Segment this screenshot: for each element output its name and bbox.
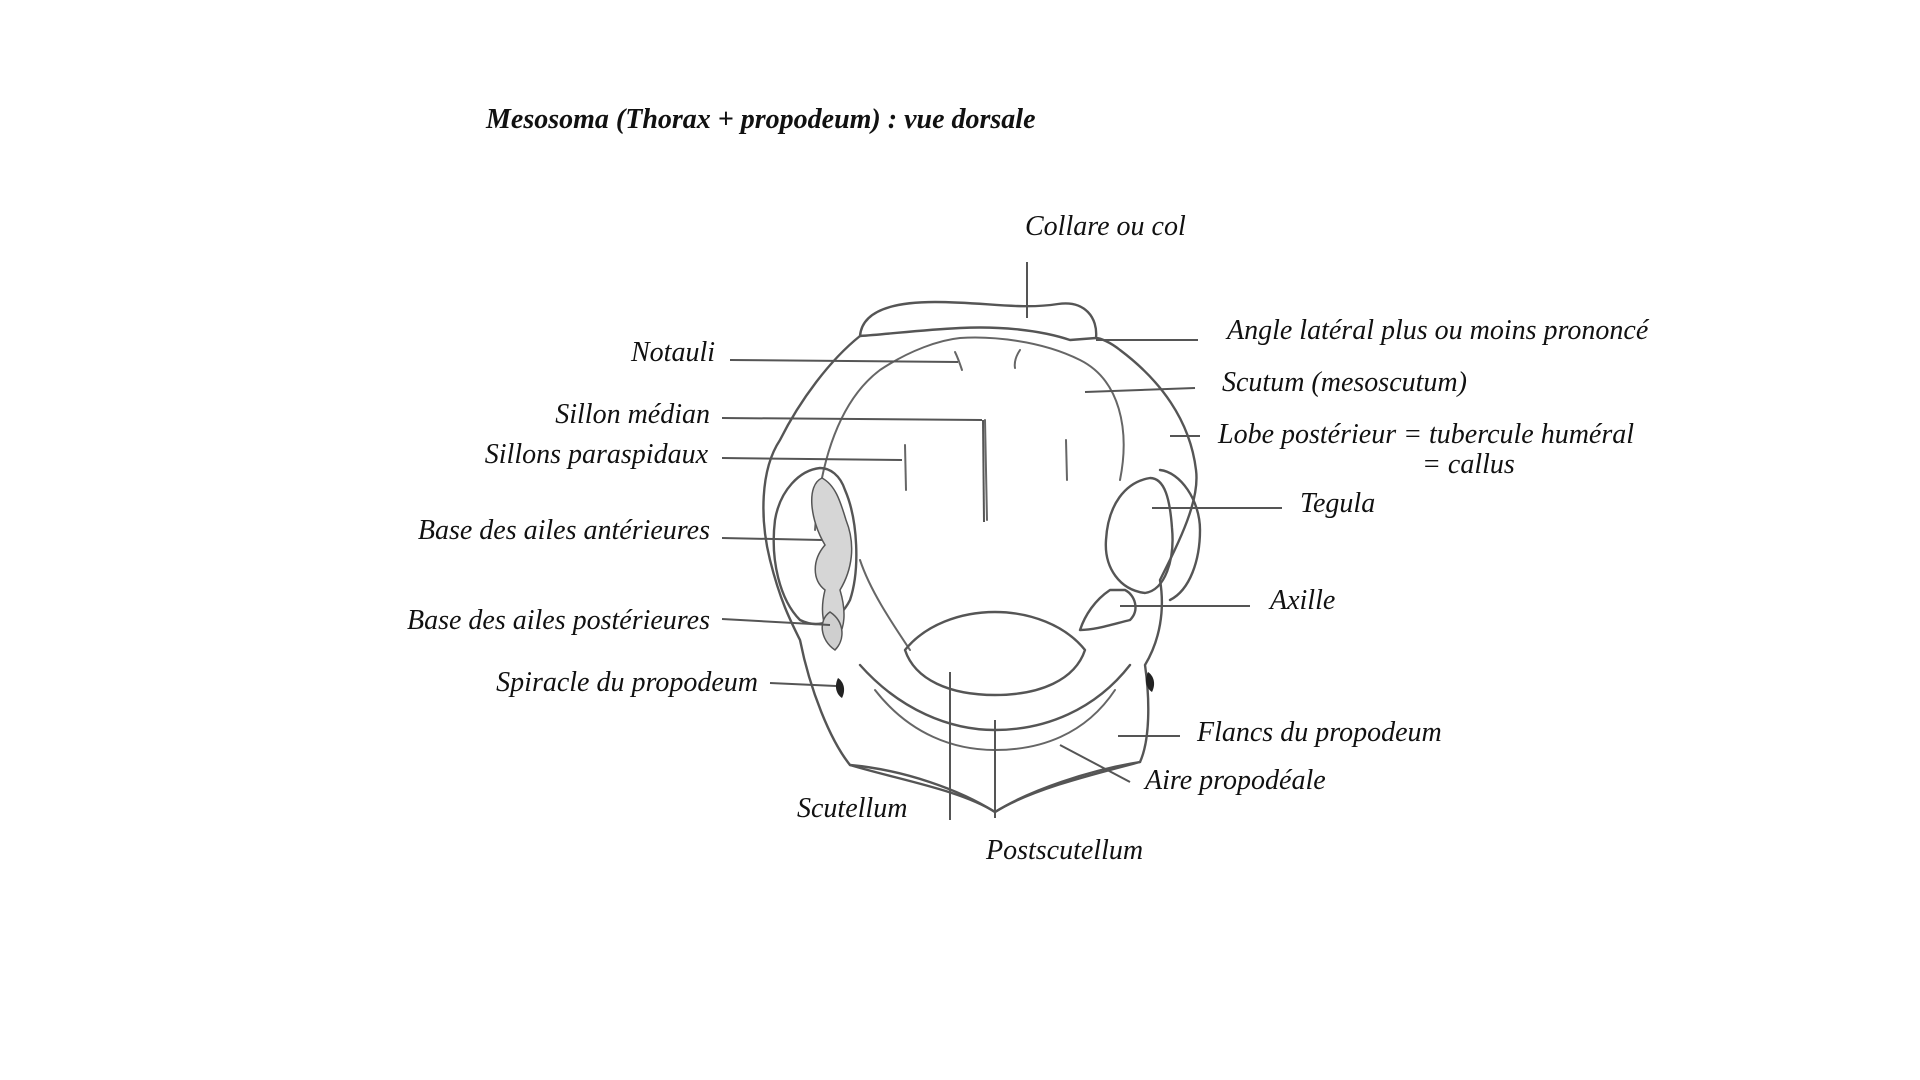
notauli-mark-left xyxy=(954,351,963,371)
scutellum-shape xyxy=(903,610,1087,697)
label-axille: Axille xyxy=(1270,585,1336,616)
label-aire-propodeale: Aire propodéale xyxy=(1145,765,1326,796)
left-hind-wing-base xyxy=(821,611,843,651)
diagram-title: Mesosoma (Thorax + propodeum) : vue dors… xyxy=(486,104,1036,135)
parapsidal-left xyxy=(904,444,907,491)
label-base-ailes-anterieures: Base des ailes antérieures xyxy=(417,515,710,546)
label-postscutellum: Postscutellum xyxy=(986,835,1144,866)
right-axilla xyxy=(1078,588,1137,632)
right-lobe-outer xyxy=(1158,468,1202,602)
label-flancs-propodeum: Flancs du propodeum xyxy=(1197,717,1442,748)
label-notauli: Notauli xyxy=(630,337,715,368)
leader-notauli xyxy=(729,359,959,363)
left-axilla xyxy=(859,559,911,651)
leader-sillon-median-v xyxy=(982,419,985,523)
collare-shape xyxy=(858,300,1098,342)
leader-base-ailes-post xyxy=(721,618,831,626)
label-base-ailes-posterieures: Base des ailes postérieures xyxy=(406,605,710,636)
label-collare: Collare ou col xyxy=(1025,211,1186,242)
leader-spiracle xyxy=(769,682,837,687)
leader-scutum xyxy=(1084,387,1196,393)
leader-sillon-median-h xyxy=(721,417,983,421)
leader-sillons-paraspidaux xyxy=(721,457,903,461)
label-sillon-median: Sillon médian xyxy=(555,399,710,430)
label-scutellum: Scutellum xyxy=(797,793,908,824)
parapsidal-right xyxy=(1065,439,1068,481)
label-angle-lateral: Angle latéral plus ou moins prononcé xyxy=(1227,315,1649,346)
right-spiracle xyxy=(1145,672,1155,692)
leader-aire xyxy=(1059,744,1131,783)
label-scutum: Scutum (mesoscutum) xyxy=(1222,367,1467,398)
scutum-boundary xyxy=(814,336,1125,531)
median-sulcus xyxy=(984,419,988,521)
label-sillons-paraspidaux: Sillons paraspidaux xyxy=(484,439,708,470)
label-lobe-posterieur-line1: Lobe postérieur = tubercule huméral xyxy=(1218,419,1635,450)
notauli-mark-right xyxy=(1013,349,1021,369)
label-spiracle-propodeum: Spiracle du propodeum xyxy=(496,667,758,698)
label-lobe-posterieur-line2: = callus xyxy=(1422,449,1515,480)
left-spiracle xyxy=(835,678,845,698)
label-tegula: Tegula xyxy=(1300,488,1376,519)
leader-base-ailes-ant xyxy=(721,537,823,541)
